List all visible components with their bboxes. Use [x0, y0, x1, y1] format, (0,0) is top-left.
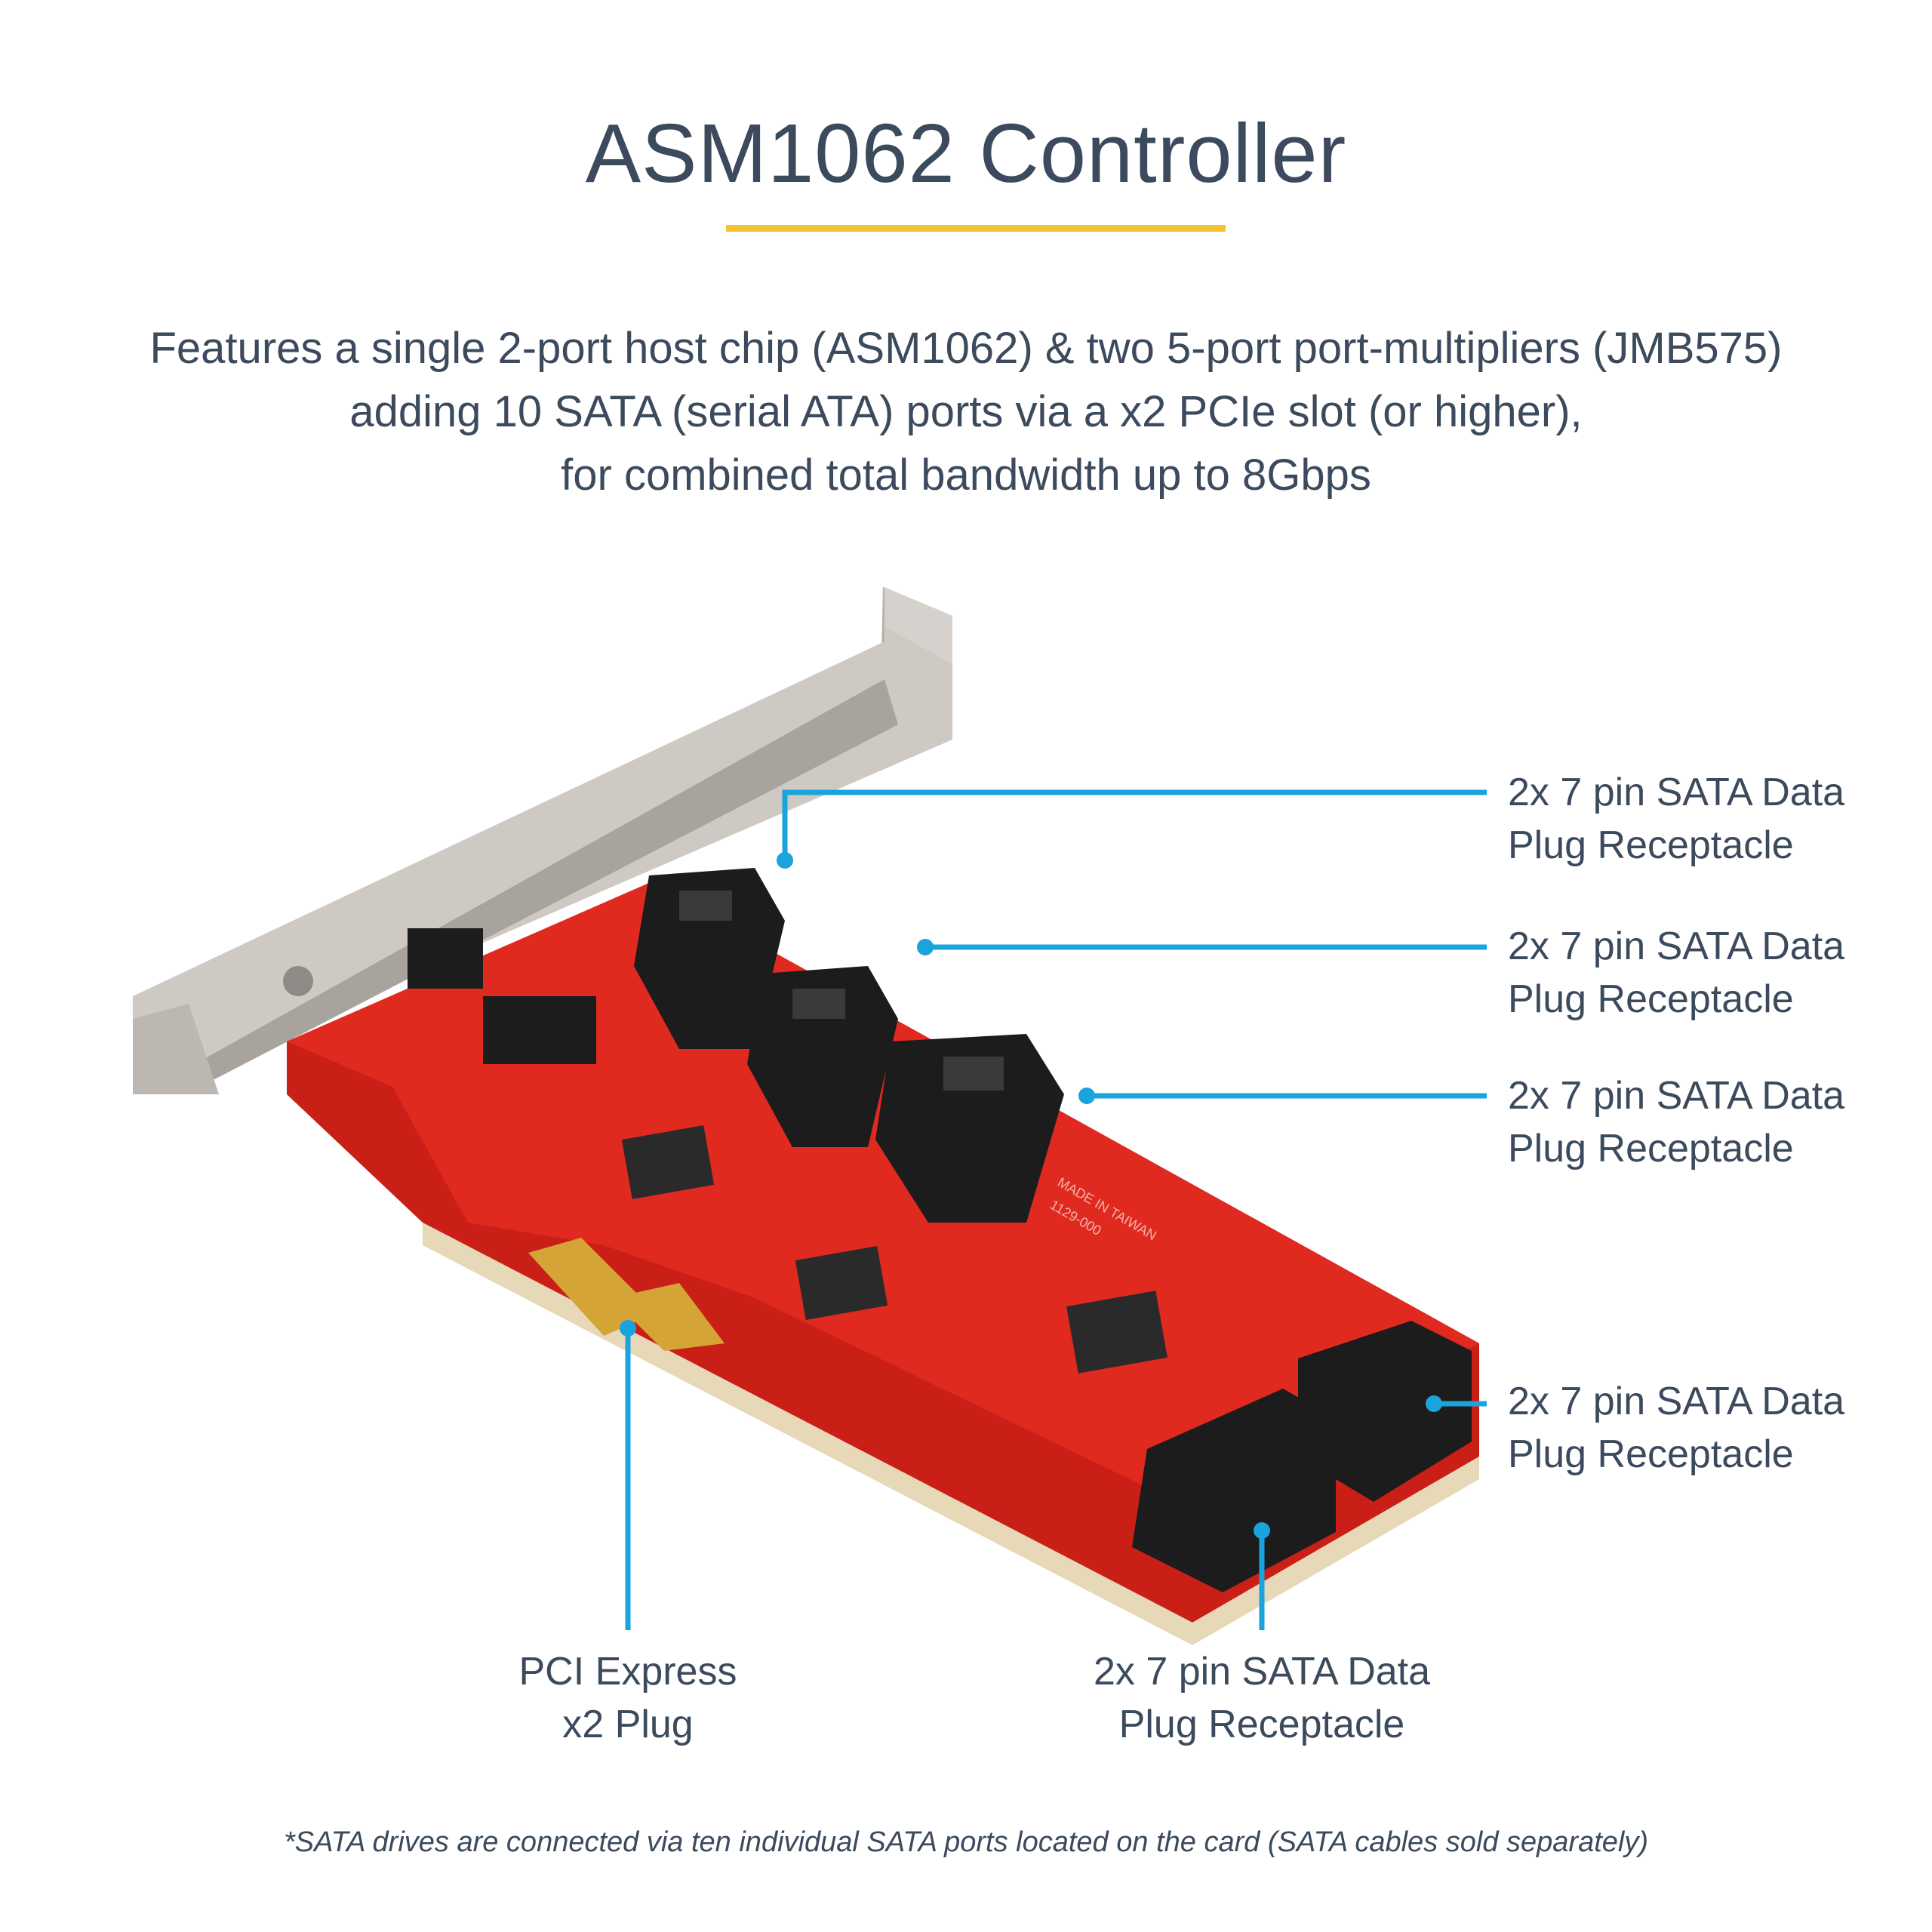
callout-right-bottom-line-2: Plug Receptacle [1508, 1432, 1794, 1476]
callout-top-1-line-1: 2x 7 pin SATA Data [1508, 771, 1845, 814]
callout-pcie-line-1: PCI Express [518, 1650, 737, 1694]
callout-bottom-center-line-1: 2x 7 pin SATA Data [1093, 1650, 1431, 1694]
page-title: ASM1062 Controller [585, 107, 1347, 200]
callout-right-bottom-line-1: 2x 7 pin SATA Data [1508, 1380, 1845, 1423]
description-line-2: adding 10 SATA (serial ATA) ports via a … [349, 387, 1583, 436]
description-line-3: for combined total bandwidth up to 8Gbps [561, 451, 1371, 500]
callout-dot-bottom-center [1254, 1522, 1270, 1539]
callout-top-2: 2x 7 pin SATA Data Plug Receptacle [1508, 920, 1844, 1026]
sata-connector-top-1 [634, 868, 785, 1049]
sata-connector-bottom-1 [1132, 1389, 1336, 1592]
callout-bottom-center-line-2: Plug Receptacle [1118, 1703, 1405, 1746]
callout-top-1-line-2: Plug Receptacle [1508, 823, 1794, 867]
callout-dot-top-1 [777, 852, 793, 869]
title-underline [726, 225, 1226, 232]
pci-bracket [133, 587, 952, 1094]
led-pin-headers [408, 928, 596, 1064]
callout-bottom-center: 2x 7 pin SATA Data Plug Receptacle [1035, 1645, 1488, 1751]
callout-dot-top-2 [917, 939, 934, 955]
callout-pcie: PCI Express x2 Plug [477, 1645, 779, 1751]
callout-top-3-line-1: 2x 7 pin SATA Data [1508, 1074, 1845, 1118]
callout-dot-right-bottom [1426, 1395, 1442, 1412]
callout-pcie-line-2: x2 Plug [562, 1703, 694, 1746]
description: Features a single 2-port host chip (ASM1… [75, 317, 1857, 507]
callout-dot-pcie [620, 1320, 636, 1337]
callout-top-1: 2x 7 pin SATA Data Plug Receptacle [1508, 766, 1844, 872]
callout-lines [620, 789, 1487, 1630]
callout-line-top-1 [782, 789, 1487, 860]
description-line-1: Features a single 2-port host chip (ASM1… [149, 324, 1783, 373]
footnote: *SATA drives are connected via ten indiv… [283, 1826, 1648, 1858]
sata-connector-bottom-2 [1298, 1321, 1472, 1502]
pcie-gold-fingers [528, 1238, 724, 1351]
sata-connector-top-3 [875, 1034, 1064, 1223]
controller-chips [621, 1125, 1168, 1374]
callout-top-3: 2x 7 pin SATA Data Plug Receptacle [1508, 1069, 1844, 1175]
callout-dot-top-3 [1078, 1088, 1095, 1104]
callout-top-2-line-2: Plug Receptacle [1508, 977, 1794, 1021]
callout-top-2-line-1: 2x 7 pin SATA Data [1508, 924, 1845, 968]
sata-connector-top-2 [747, 966, 898, 1147]
callout-right-bottom: 2x 7 pin SATA Data Plug Receptacle [1508, 1375, 1844, 1481]
callout-top-3-line-2: Plug Receptacle [1508, 1127, 1794, 1171]
